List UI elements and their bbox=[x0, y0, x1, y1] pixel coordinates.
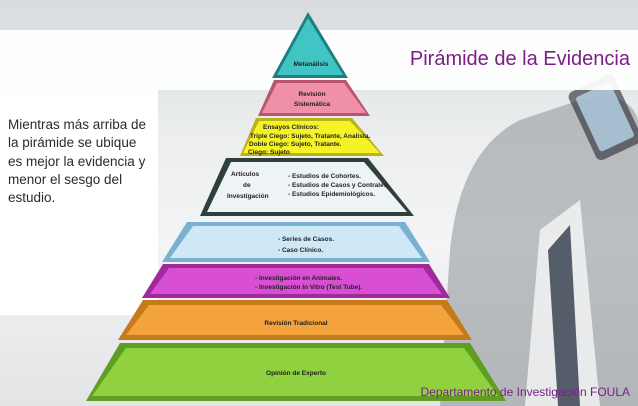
level-8-label: Opinión de Experto bbox=[266, 370, 326, 377]
level-7-label: Revisión Tradicional bbox=[264, 320, 327, 327]
level-4-item-1: - Estudios de Cohortes. bbox=[288, 173, 361, 180]
pyramid-level-2: Revisión Sistemática bbox=[258, 80, 370, 116]
level-3-item-1: Triple Ciego: Sujeto, Tratante, Analista… bbox=[250, 133, 371, 140]
level-4-label-line-3: Investigación bbox=[227, 193, 269, 200]
level-3-item-3: Ciego: Sujeto bbox=[248, 149, 290, 156]
level-6-item-2: - Investigación In Vitro (Test Tube). bbox=[255, 284, 362, 291]
pyramid-level-3: Ensayos Clínicos: Triple Ciego: Sujeto, … bbox=[240, 118, 384, 156]
level-2-label-line-1: Revisión bbox=[298, 91, 325, 98]
level-4-label-line-2: de bbox=[243, 182, 251, 189]
pyramid-level-4: Artículos de Investigación - Estudios de… bbox=[200, 158, 414, 216]
slide-title: Pirámide de la Evidencia bbox=[409, 48, 630, 70]
level-4-item-2: - Estudios de Casos y Contrales. bbox=[288, 182, 389, 189]
level-4-label-line-1: Artículos bbox=[231, 171, 260, 178]
pyramid-level-1: Metanálisis bbox=[272, 12, 348, 78]
level-5-item-2: - Caso Clínico. bbox=[278, 247, 323, 254]
pyramid-level-7: Revisión Tradicional bbox=[118, 300, 472, 340]
level-2-label-line-2: Sistemática bbox=[294, 101, 331, 108]
level-3-item-2: Doble Ciego: Sujeto, Tratante. bbox=[249, 141, 342, 148]
footer-department: Departamento de Investigación FOULA bbox=[420, 385, 630, 399]
level-6-item-1: - Investigación en Animales. bbox=[255, 275, 342, 282]
description-text: Mientras más arriba de la pirámide se ub… bbox=[8, 117, 147, 206]
description-panel bbox=[0, 90, 158, 315]
background-person-image bbox=[440, 74, 638, 406]
pyramid-level-8: Opinión de Experto bbox=[86, 343, 506, 401]
pyramid-level-6: - Investigación en Animales. - Investiga… bbox=[142, 264, 450, 298]
level-1-label: Metanálisis bbox=[293, 61, 328, 68]
level-3-label: Ensayos Clínicos: bbox=[263, 124, 319, 131]
level-5-item-1: - Series de Casos. bbox=[278, 236, 334, 243]
level-4-item-3: - Estudios Epidemiológicos. bbox=[288, 191, 375, 198]
pyramid-level-5: - Series de Casos. - Caso Clínico. bbox=[162, 222, 430, 262]
